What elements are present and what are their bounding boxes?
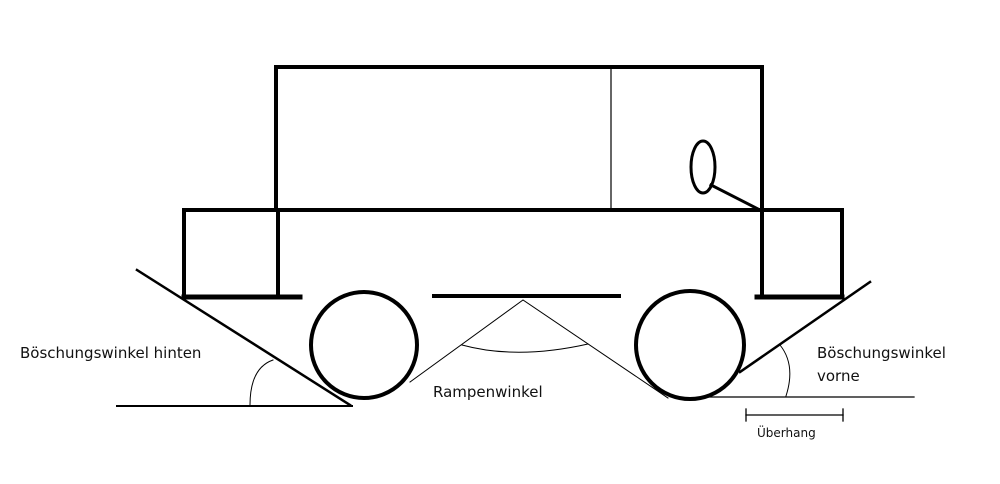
- ramp-angle-arc: [461, 343, 589, 353]
- rear-wheel: [309, 290, 419, 400]
- rear-slope-line: [135, 268, 352, 407]
- ramp-angle-label: Rampenwinkel: [433, 383, 543, 401]
- rear-angle-label: Böschungswinkel hinten: [20, 344, 202, 362]
- front-wheel: [634, 289, 746, 401]
- front-slope-line: [738, 280, 872, 374]
- rear-angle-arc: [249, 359, 274, 406]
- mirror-arm: [708, 182, 763, 213]
- rear-box: [182, 208, 280, 299]
- front-box: [760, 208, 844, 299]
- front-angle-label-line1: Böschungswinkel: [817, 344, 946, 362]
- front-angle-label-line2: vorne: [817, 367, 860, 385]
- overhang-label: Überhang: [757, 426, 816, 440]
- cabin: [274, 65, 764, 212]
- front-angle-arc: [779, 344, 791, 397]
- ramp-angle-lines: [409, 299, 669, 399]
- mirror: [689, 139, 717, 195]
